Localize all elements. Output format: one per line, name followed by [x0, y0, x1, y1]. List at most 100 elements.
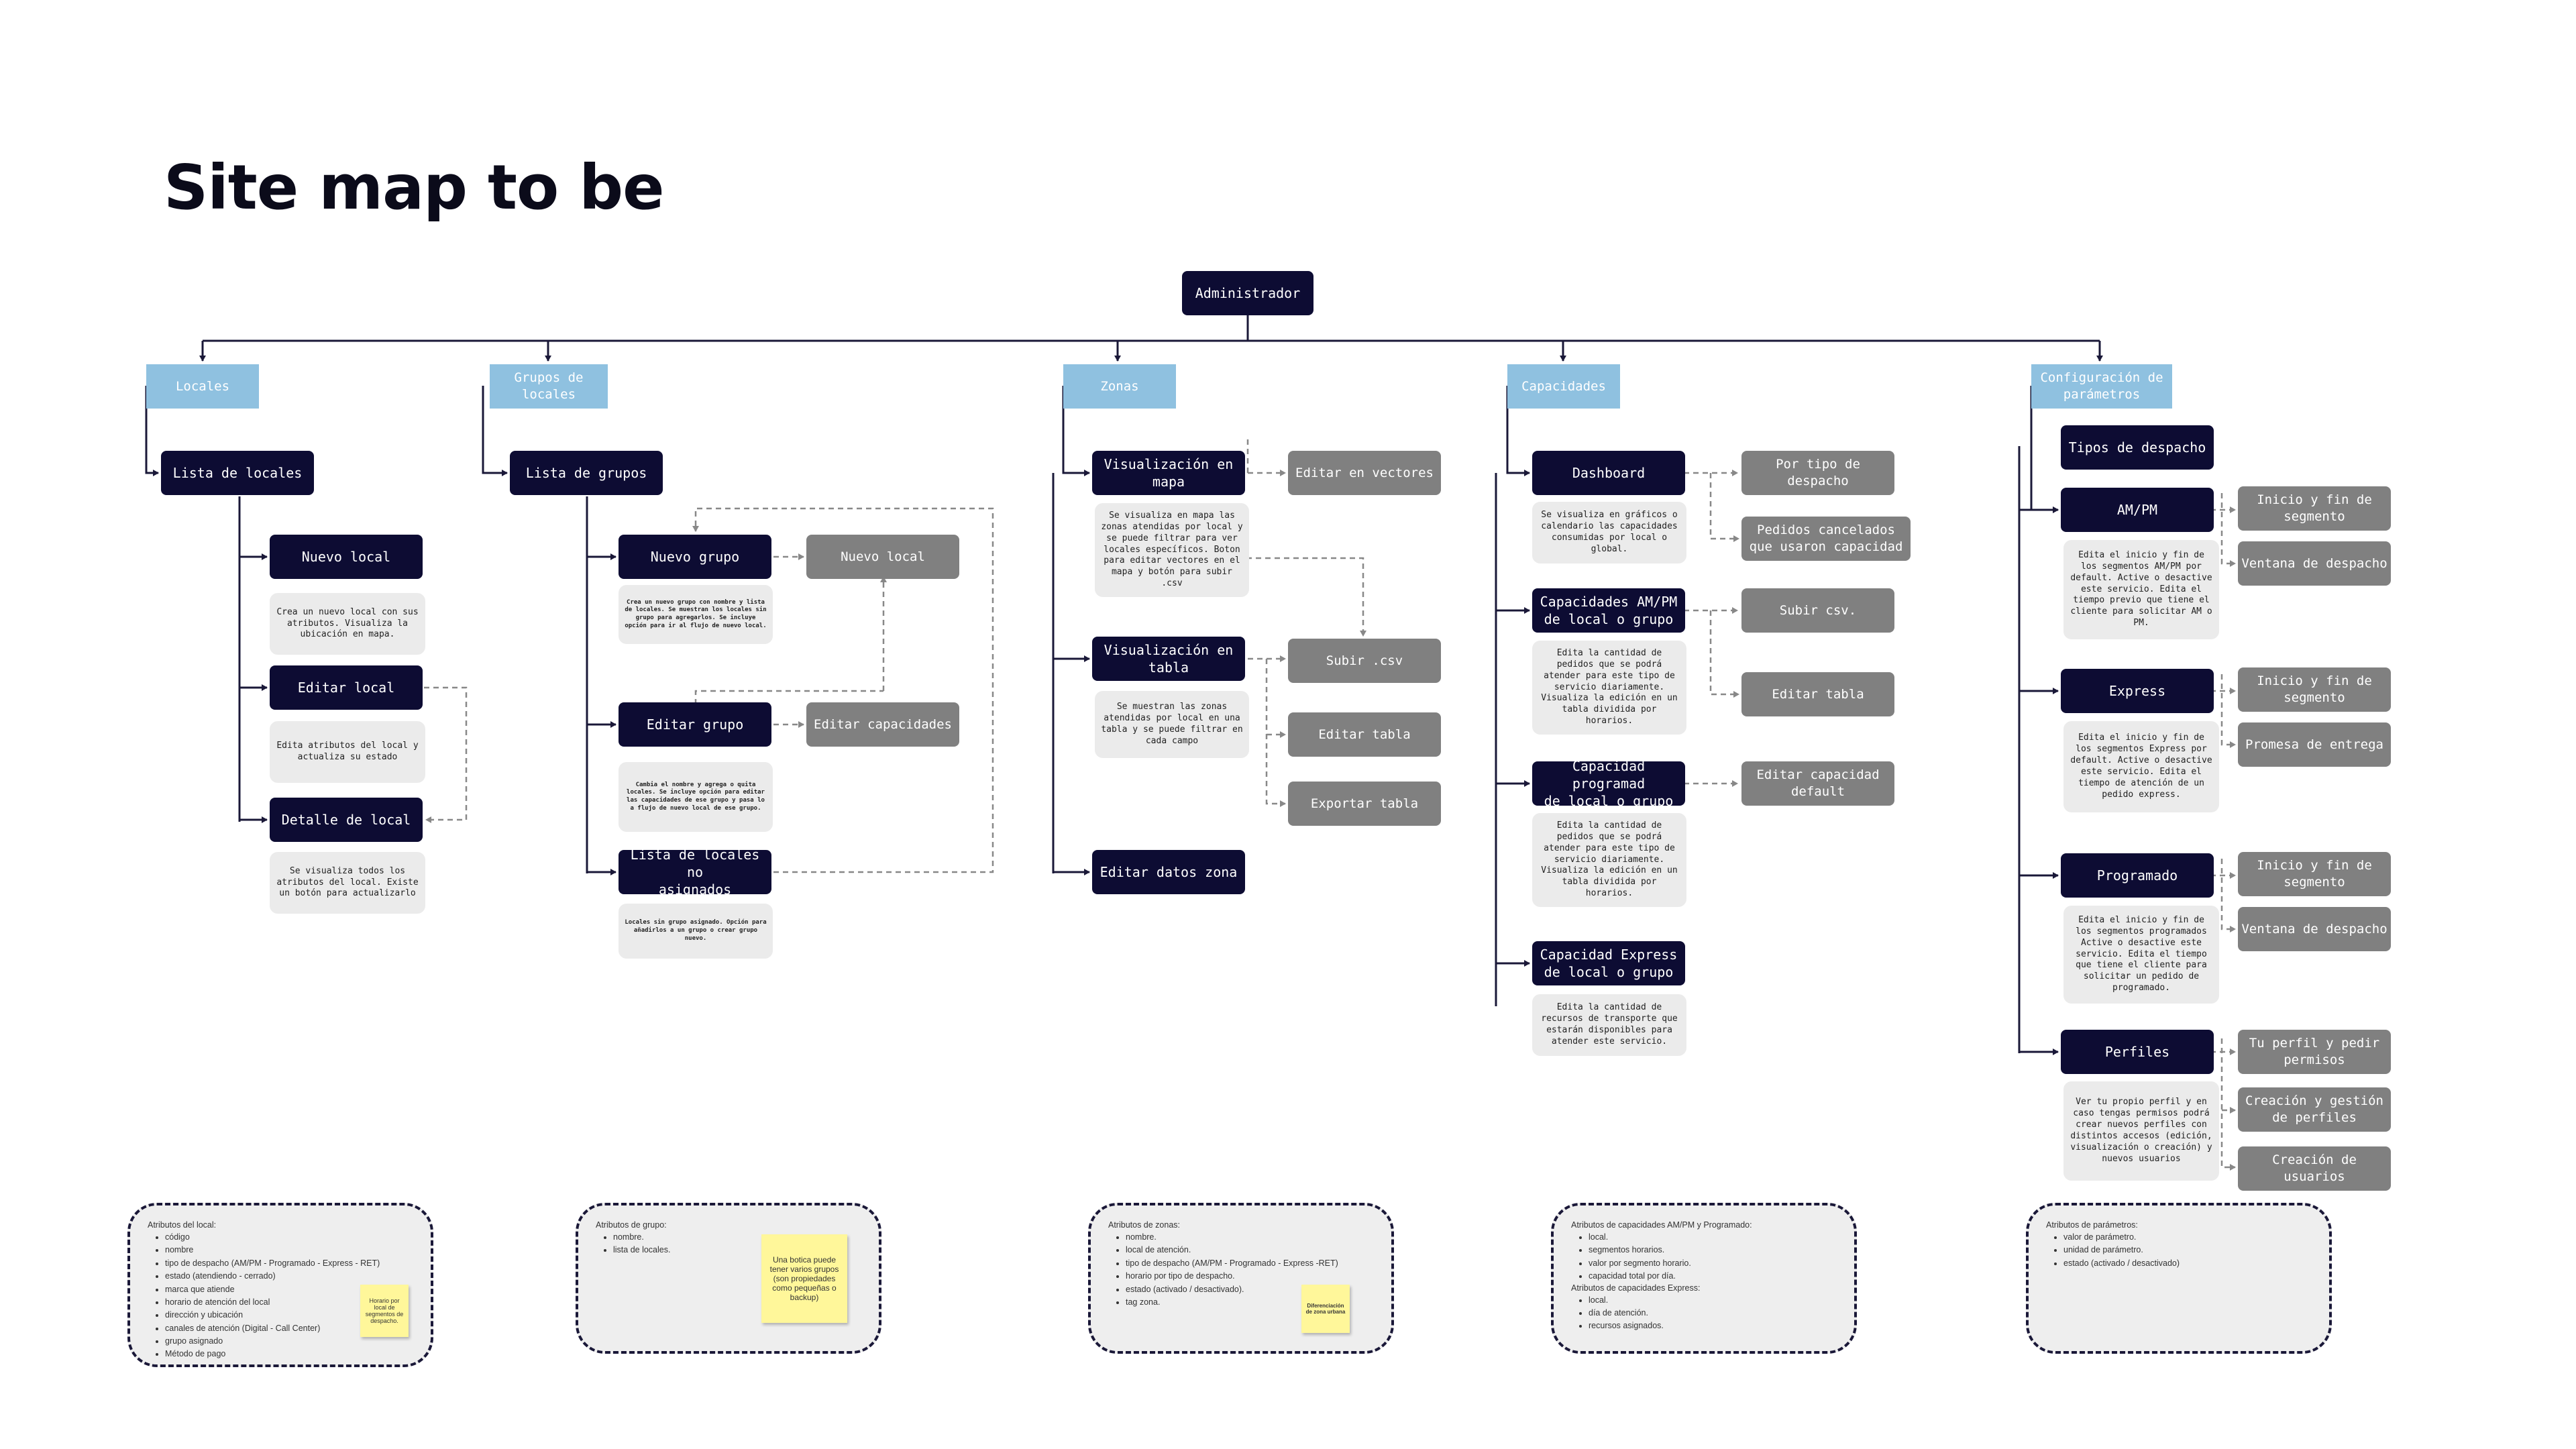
promesa-entrega-node[interactable]: Promesa de entrega [2238, 722, 2391, 767]
atributo-local-item: dirección y ubicación [165, 1309, 413, 1322]
capacidades-ampm-node[interactable]: Capacidades AM/PM de local o grupo [1532, 588, 1685, 633]
editar-capacidad-default-node[interactable]: Editar capacidad default [1741, 761, 1894, 806]
programado-inicio-fin-node[interactable]: Inicio y fin de segmento [2238, 852, 2391, 896]
atributos-capacidades-heading: Atributos de capacidades AM/PM y Program… [1571, 1220, 1752, 1230]
atributo-grupo-item: lista de locales. [613, 1244, 861, 1256]
atributo-capacidad-item: valor por segmento horario. [1589, 1257, 1837, 1270]
visualizacion-mapa-node[interactable]: Visualización en mapa [1092, 451, 1245, 495]
atributo-local-item: marca que atiende [165, 1283, 413, 1296]
detalle-local-desc: Se visualiza todos los atributos del loc… [270, 852, 425, 914]
locales-no-asignados-desc: Locales sin grupo asignado. Opción para … [619, 904, 773, 959]
nuevo-local-desc: Crea un nuevo local con sus atributos. V… [270, 593, 425, 655]
atributo-grupo-item: nombre. [613, 1231, 861, 1244]
programado-ventana-node[interactable]: Ventana de despacho [2238, 907, 2391, 951]
section-locales[interactable]: Locales [146, 364, 259, 409]
atributo-capacidad-express-item: recursos asignados. [1589, 1320, 1837, 1332]
atributo-local-item: canales de atención (Digital - Call Cent… [165, 1322, 413, 1335]
capacidades-subir-csv-node[interactable]: Subir csv. [1741, 588, 1894, 633]
nuevo-grupo-desc: Crea un nuevo grupo con nombre y lista d… [619, 585, 773, 644]
atributos-capacidades-express-heading: Atributos de capacidades Express: [1571, 1283, 1701, 1293]
locales-no-asignados-node[interactable]: Lista de locales no asignados [619, 847, 771, 898]
atributos-grupo-heading: Atributos de grupo: [596, 1220, 667, 1230]
page-title: Site map to be [164, 152, 664, 223]
visualizacion-mapa-desc: Se visualiza en mapa las zonas atendidas… [1095, 503, 1249, 597]
programado-desc: Edita el inicio y fin de los segmentos p… [2063, 906, 2219, 1004]
capacidad-programada-node[interactable]: Capacidad programad de local o grupo [1532, 758, 1685, 809]
lista-locales-node[interactable]: Lista de locales [161, 451, 314, 495]
express-node[interactable]: Express [2061, 669, 2214, 713]
atributo-capacidad-item: segmentos horarios. [1589, 1244, 1837, 1256]
atributo-capacidad-express-item: local. [1589, 1294, 1837, 1307]
atributo-parametro-item: unidad de parámetro. [2063, 1244, 2312, 1256]
editar-capacidades-node[interactable]: Editar capacidades [806, 702, 959, 747]
editar-local-node[interactable]: Editar local [270, 665, 423, 710]
atributo-local-item: horario de atención del local [165, 1296, 413, 1309]
atributo-capacidad-item: local. [1589, 1231, 1837, 1244]
atributo-zona-item: estado (activado / desactivado). [1126, 1283, 1374, 1296]
atributo-local-item: nombre [165, 1244, 413, 1256]
grupo-nuevo-local-node[interactable]: Nuevo local [806, 535, 959, 579]
capacidades-ampm-desc: Edita la cantidad de pedidos que se podr… [1532, 641, 1686, 735]
tu-perfil-node[interactable]: Tu perfil y pedir permisos [2238, 1030, 2391, 1074]
editar-local-desc: Edita atributos del local y actualiza su… [270, 721, 425, 783]
atributo-local-item: grupo asignado [165, 1335, 413, 1348]
atributo-capacidad-item: capacidad total por día. [1589, 1270, 1837, 1283]
express-inicio-fin-node[interactable]: Inicio y fin de segmento [2238, 667, 2391, 712]
zonas-editar-tabla-node[interactable]: Editar tabla [1288, 712, 1441, 757]
capacidad-express-desc: Edita la cantidad de recursos de transpo… [1532, 994, 1686, 1056]
sticky-note-grupo: Una botica puede tener varios grupos (so… [761, 1234, 847, 1323]
section-capacidades[interactable]: Capacidades [1507, 364, 1620, 409]
atributos-capacidades-box: Atributos de capacidades AM/PM y Program… [1551, 1203, 1857, 1354]
visualizacion-tabla-node[interactable]: Visualización en tabla [1092, 637, 1245, 681]
section-zonas[interactable]: Zonas [1063, 364, 1176, 409]
atributos-parametros-heading: Atributos de parámetros: [2046, 1220, 2138, 1230]
atributo-local-item: estado (atendiendo - cerrado) [165, 1270, 413, 1283]
lista-grupos-node[interactable]: Lista de grupos [510, 451, 663, 495]
atributo-capacidad-express-item: día de atención. [1589, 1307, 1837, 1320]
section-config[interactable]: Configuración de parámetros [2031, 364, 2172, 409]
perfiles-node[interactable]: Perfiles [2061, 1030, 2214, 1074]
zonas-subir-csv-node[interactable]: Subir .csv [1288, 639, 1441, 683]
nuevo-local-node[interactable]: Nuevo local [270, 535, 423, 579]
capacidades-editar-tabla-node[interactable]: Editar tabla [1741, 672, 1894, 716]
programado-node[interactable]: Programado [2061, 853, 2214, 898]
atributo-zona-item: nombre. [1126, 1231, 1374, 1244]
atributo-zona-item: local de atención. [1126, 1244, 1374, 1256]
pedidos-cancelados-node[interactable]: Pedidos cancelados que usaron capacidad [1741, 517, 1911, 561]
detalle-local-node[interactable]: Detalle de local [270, 798, 423, 842]
capacidad-express-node[interactable]: Capacidad Express de local o grupo [1532, 941, 1685, 985]
visualizacion-tabla-desc: Se muestran las zonas atendidas por loca… [1095, 691, 1249, 758]
ampm-ventana-node[interactable]: Ventana de despacho [2238, 541, 2391, 586]
atributos-local-heading: Atributos del local: [148, 1220, 217, 1230]
atributo-parametro-item: valor de parámetro. [2063, 1231, 2312, 1244]
tipos-despacho-node[interactable]: Tipos de despacho [2061, 425, 2214, 470]
editar-vectores-node[interactable]: Editar en vectores [1288, 451, 1441, 495]
creacion-usuarios-node[interactable]: Creación de usuarios [2238, 1146, 2391, 1191]
ampm-node[interactable]: AM/PM [2061, 488, 2214, 532]
dashboard-node[interactable]: Dashboard [1532, 451, 1685, 495]
perfiles-desc: Ver tu propio perfil y en caso tengas pe… [2063, 1081, 2219, 1181]
editar-grupo-node[interactable]: Editar grupo [619, 702, 771, 747]
nuevo-grupo-node[interactable]: Nuevo grupo [619, 535, 771, 579]
exportar-tabla-node[interactable]: Exportar tabla [1288, 782, 1441, 826]
capacidad-programada-desc: Edita la cantidad de pedidos que se podr… [1532, 813, 1686, 907]
sticky-note-local: Horario por local de segmentos de despac… [360, 1285, 409, 1337]
atributo-zona-item: tag zona. [1126, 1296, 1374, 1309]
por-tipo-despacho-node[interactable]: Por tipo de despacho [1741, 451, 1894, 495]
section-grupos[interactable]: Grupos de locales [490, 364, 608, 409]
express-desc: Edita el inicio y fin de los segmentos E… [2063, 721, 2219, 812]
atributos-parametros-box: Atributos de parámetros: valor de paráme… [2026, 1203, 2332, 1354]
ampm-inicio-fin-node[interactable]: Inicio y fin de segmento [2238, 486, 2391, 531]
creacion-perfiles-node[interactable]: Creación y gestión de perfiles [2238, 1087, 2391, 1132]
atributo-local-item: Método de pago [165, 1348, 413, 1360]
editar-grupo-desc: Cambia el nombre y agrega o quita locale… [619, 762, 773, 832]
atributo-zona-item: horario por tipo de despacho. [1126, 1270, 1374, 1283]
ampm-desc: Edita el inicio y fin de los segmentos A… [2063, 540, 2219, 639]
atributo-local-item: tipo de despacho (AM/PM - Programado - E… [165, 1257, 413, 1270]
sticky-note-zonas: Diferenciación de zona urbana [1301, 1285, 1350, 1333]
editar-datos-zona-node[interactable]: Editar datos zona [1092, 850, 1245, 894]
atributo-parametro-item: estado (activado / desactivado) [2063, 1257, 2312, 1270]
administrador-node[interactable]: Administrador [1182, 271, 1313, 315]
atributo-local-item: código [165, 1231, 413, 1244]
